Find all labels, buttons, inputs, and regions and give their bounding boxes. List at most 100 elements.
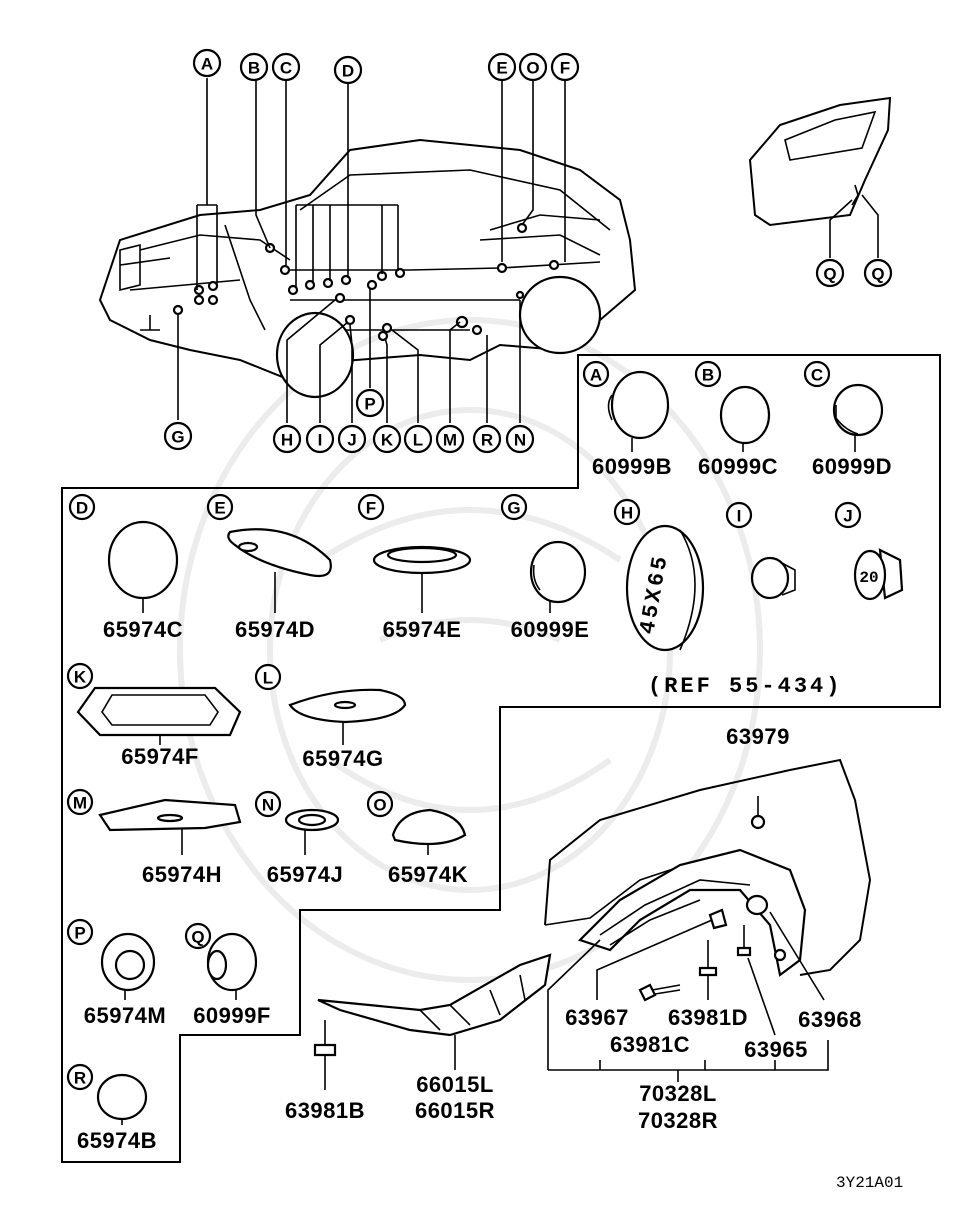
part-E: E 65974D [206, 493, 332, 642]
callout-G-bottom: G [163, 421, 193, 451]
part-number-B: 60999C [698, 454, 778, 479]
svg-text:G: G [507, 499, 520, 518]
svg-text:J: J [347, 431, 356, 450]
panel-callout-F: F [357, 493, 385, 521]
svg-text:M: M [73, 794, 87, 813]
part-number-G: 60999E [511, 617, 590, 642]
panel-callout-R: R [66, 1063, 94, 1091]
panel-callout-O: O [366, 790, 394, 818]
panel-callout-E: E [206, 493, 234, 521]
callout-R-bottom: R [472, 424, 502, 454]
fender-fasteners [313, 925, 752, 1090]
callout-L-bottom: L [403, 424, 433, 454]
svg-text:E: E [496, 59, 507, 78]
car-callouts: A B C D E O F G H I J K L M R N P [163, 48, 580, 454]
svg-text:H: H [281, 431, 293, 450]
callout-A-top: A [192, 48, 222, 78]
part-A: A 60999B [582, 360, 672, 479]
part-C: C 60999D [803, 360, 892, 479]
callout-J-bottom: J [337, 424, 367, 454]
panel-callout-J: J [834, 501, 862, 529]
part-F: F 65974E [357, 493, 472, 642]
svg-text:F: F [366, 499, 376, 518]
panel-callout-D: D [68, 493, 96, 521]
callout-I-bottom: I [305, 424, 335, 454]
svg-text:D: D [342, 62, 354, 81]
svg-text:A: A [590, 366, 602, 385]
part-H: H 45X65 [613, 498, 705, 652]
svg-text:E: E [214, 499, 225, 518]
part-number-C: 60999D [812, 454, 892, 479]
panel-callout-H: H [613, 498, 641, 526]
part-number-M: 65974H [142, 862, 222, 887]
callout-E-top: E [487, 52, 517, 82]
svg-text:Q: Q [191, 928, 204, 947]
part-P: P 65974M [66, 918, 166, 1028]
under-cover-l: 66015L [416, 1072, 494, 1097]
callout-O-top: O [518, 52, 548, 82]
panel-callout-B: B [694, 360, 722, 388]
svg-text:A: A [201, 55, 213, 74]
svg-text:R: R [481, 431, 493, 450]
part-number-N: 65974J [267, 862, 343, 887]
part-R: R 65974B [66, 1063, 157, 1153]
part-D: D 65974C [68, 493, 183, 642]
callout-K-bottom: K [372, 424, 402, 454]
callout-M-bottom: M [435, 424, 465, 454]
part-number-K: 65974F [121, 744, 199, 769]
part-G: G 60999E [500, 493, 590, 642]
part-B: B 60999C [694, 360, 778, 479]
svg-text:Q: Q [823, 265, 836, 284]
svg-text:F: F [560, 59, 570, 78]
fender-labels: 63967 63981D 63968 63981C 63965 70328L 7… [565, 1005, 861, 1133]
fender-part-p1: 63967 [565, 1005, 629, 1030]
fender-part-clip-top: 63979 [726, 724, 790, 749]
callout-C-top: C [271, 52, 301, 82]
svg-text:C: C [280, 59, 292, 78]
part-number-F: 65974E [383, 617, 462, 642]
bolt-part-number: 63981B [285, 1098, 365, 1123]
part-number-L: 65974G [302, 746, 383, 771]
callout-Q-door-2: Q [863, 258, 893, 288]
fender-part-p5: 63965 [744, 1037, 808, 1062]
svg-text:K: K [381, 431, 394, 450]
liner-part-l: 70328L [639, 1081, 717, 1106]
svg-text:K: K [74, 668, 87, 687]
svg-text:H: H [621, 504, 633, 523]
svg-text:O: O [373, 796, 386, 815]
engine-under-cover: 66015L 66015R 63981B [285, 953, 552, 1123]
part-J: J 20 [834, 501, 904, 601]
panel-callout-G: G [500, 493, 528, 521]
svg-text:M: M [443, 431, 457, 450]
svg-text:L: L [413, 431, 423, 450]
svg-text:N: N [262, 796, 274, 815]
part-number-D: 65974C [103, 617, 183, 642]
svg-text:B: B [248, 59, 260, 78]
part-M: M 65974H [66, 788, 242, 887]
svg-text:N: N [514, 431, 526, 450]
under-cover-r: 66015R [415, 1098, 495, 1123]
svg-text:C: C [811, 366, 823, 385]
panel-callout-M: M [66, 788, 94, 816]
svg-text:O: O [526, 59, 539, 78]
callout-Q-door-1: Q [815, 258, 845, 288]
part-I: I [725, 501, 796, 600]
callout-F-top: F [550, 52, 580, 82]
svg-text:G: G [171, 428, 184, 447]
svg-text:I: I [318, 431, 323, 450]
panel-callout-N: N [254, 790, 282, 818]
panel-callout-K: K [66, 662, 94, 690]
callout-D-top: D [333, 55, 363, 85]
part-N: N 65974J [254, 790, 343, 887]
callout-N-bottom: N [505, 424, 535, 454]
parts-panel-border [61, 354, 941, 1163]
svg-text:R: R [74, 1069, 86, 1088]
part-O: O 65974K [366, 790, 468, 887]
door-outline: Q Q [748, 96, 893, 288]
svg-text:P: P [364, 395, 375, 414]
fender-part-p2: 63981D [668, 1005, 748, 1030]
part-K: K 65974F [66, 662, 242, 769]
part-number-A: 60999B [592, 454, 672, 479]
liner-part-r: 70328R [638, 1108, 718, 1133]
svg-text:B: B [702, 366, 714, 385]
